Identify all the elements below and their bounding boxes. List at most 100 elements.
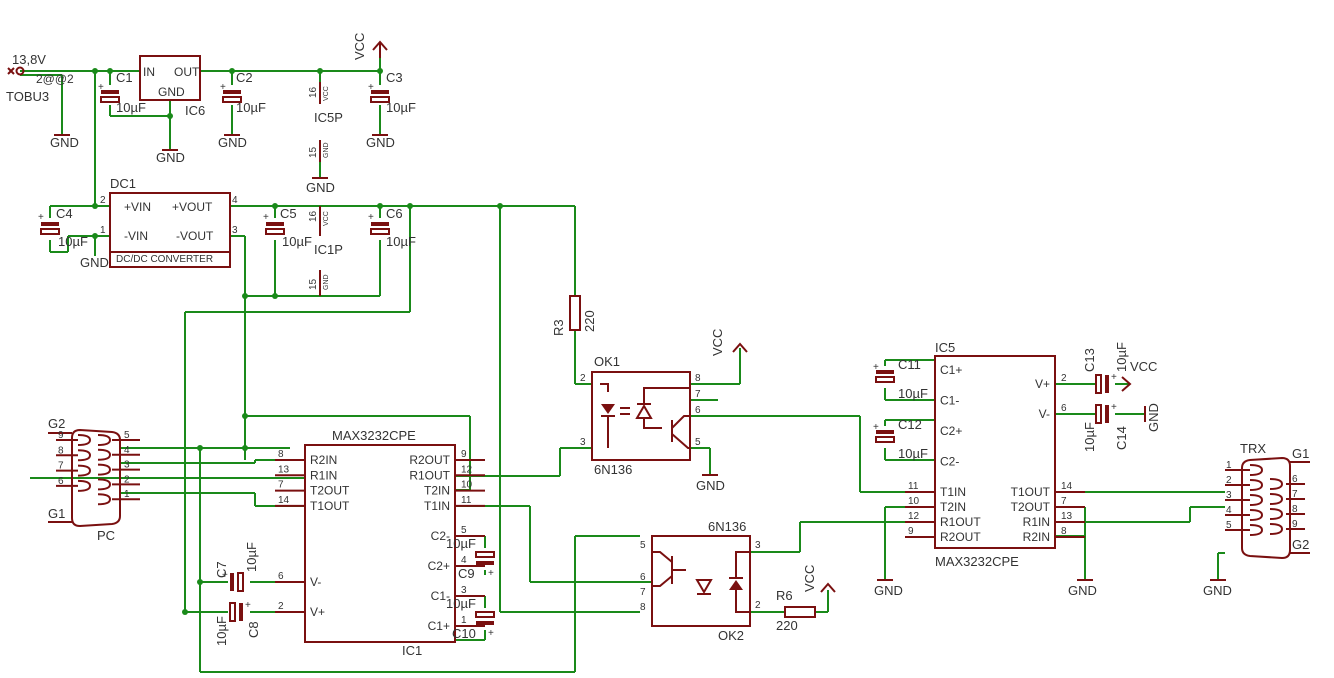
ic5-cap-pin-label: C1- xyxy=(940,394,959,408)
ic1p-supply: 16 VCC IC1P 15 GND xyxy=(308,206,343,296)
ic5-cap-pin: C2+ xyxy=(940,424,962,438)
c10-plus: + xyxy=(488,628,494,639)
c14-plus: + xyxy=(1111,402,1117,413)
ic1-v-pin-label: V- xyxy=(310,575,321,589)
ic1-left-pin-number: 13 xyxy=(278,464,290,475)
ic5p-name: IC5P xyxy=(314,110,343,125)
c5-plus: + xyxy=(263,212,269,223)
ic1-right-pin-label: R1OUT xyxy=(409,468,450,482)
pc-left-pin-number: 6 xyxy=(58,476,64,487)
c9-plus: + xyxy=(488,568,494,579)
ic1-cap-pin-number: 5 xyxy=(461,525,467,536)
ic1-cap-pin-label: C2- xyxy=(431,529,450,543)
ic1-right-pin-number: 10 xyxy=(461,480,473,491)
ic5-right-pin-number: 8 xyxy=(1061,526,1067,537)
capacitors-ic5: + C11 10µF + C12 10µF + C13 10µF + 10µF … xyxy=(873,342,1129,461)
trx-left-pin: 2 xyxy=(1225,475,1264,491)
ok1-pin3: 3 xyxy=(580,437,586,448)
c2-value: 10µF xyxy=(236,100,266,115)
vcc-label: VCC xyxy=(802,565,817,592)
supply-pins: 2@@2 xyxy=(36,72,74,86)
gnd-symbol: GND xyxy=(874,579,903,598)
c5-value: 10µF xyxy=(282,234,312,249)
ic5-cap-pin-label: C2+ xyxy=(940,424,962,438)
trx-g1: G1 xyxy=(1292,446,1309,461)
ic5-right-pin-label: R2IN xyxy=(1023,530,1050,544)
ic5-right-pin-number: 13 xyxy=(1061,511,1073,522)
pc-right-pin-number: 3 xyxy=(124,460,130,471)
ic5-v-pin-label: V+ xyxy=(1035,377,1050,391)
gnd-symbols: GND GND GND GND GND GND GND GND xyxy=(50,134,1232,598)
vcc-label: VCC xyxy=(710,329,725,356)
pc-left-pins: 9 8 76 xyxy=(56,430,92,492)
vcc-label: VCC xyxy=(1130,359,1157,374)
dc1-converter: DC1 +VIN -VIN +VOUT -VOUT DC/DC CONVERTE… xyxy=(100,176,238,268)
trx-right-pin-number: 7 xyxy=(1292,489,1298,500)
c8-plus: + xyxy=(245,600,251,611)
pc-left-pin-number: 8 xyxy=(58,445,64,456)
ic5-left-pin-label: T2IN xyxy=(940,500,966,514)
pc-left-pin: 7 xyxy=(56,461,92,477)
ok1-part: 6N136 xyxy=(594,462,632,477)
c6-plus: + xyxy=(368,212,374,223)
ic1-cap-pin-label: C1- xyxy=(431,589,450,603)
ic1-left-pin-number: 14 xyxy=(278,495,290,506)
gnd-label: GND xyxy=(366,135,395,150)
ic5-left-pin-number: 11 xyxy=(908,481,919,492)
transistor-icon xyxy=(652,551,686,587)
trx-left-pin-number: 5 xyxy=(1226,520,1232,531)
c12-name: C12 xyxy=(898,417,922,432)
supply-voltage: 13,8V xyxy=(12,52,46,67)
pc-right-pin: 2 xyxy=(97,474,140,491)
ic1-cap-pin: 5 C2- xyxy=(431,525,485,543)
ok1-pin2: 2 xyxy=(580,373,586,384)
c8-value: 10µF xyxy=(214,616,229,646)
ic5p-gnd: GND xyxy=(323,142,330,158)
junctions xyxy=(92,68,503,615)
photodiode-icon xyxy=(635,387,690,429)
ic1p-pin16: 16 xyxy=(308,210,319,222)
ic1-cap-pin: 1C1+ xyxy=(428,615,485,633)
ic6-pin-gnd: GND xyxy=(158,85,185,99)
trx-left-pin: 5 xyxy=(1225,520,1264,536)
ic5-part: MAX3232CPE xyxy=(935,554,1019,569)
ok1-pin8: 8 xyxy=(695,373,701,384)
ic5-cap-pin: C1- xyxy=(940,394,959,408)
ic1-left-pin: 13 R1IN xyxy=(275,464,337,482)
dc1-vin-minus: -VIN xyxy=(124,229,148,243)
ic5-left-pin-label: T1IN xyxy=(940,485,966,499)
transistor-icon xyxy=(671,415,690,449)
c12-plus: + xyxy=(873,422,879,433)
pc-right-pin: 1 xyxy=(97,489,140,506)
ic5-left-pin-number: 9 xyxy=(908,526,914,537)
gnd-label: GND xyxy=(1146,403,1161,432)
ic1-cap-pin-label: C2+ xyxy=(428,559,450,573)
gnd-label: GND xyxy=(156,150,185,165)
dc1-pin3: 3 xyxy=(232,225,238,236)
trx-left-pin: 3 xyxy=(1225,490,1264,506)
gnd-label: GND xyxy=(1068,583,1097,598)
pc-left-pin-number: 9 xyxy=(58,430,64,441)
ic1-left-pin-label: R1IN xyxy=(310,468,337,482)
ic5-cap-pin-label: C2- xyxy=(940,455,959,469)
ok2-pin7: 7 xyxy=(640,587,646,598)
dc1-label: DC/DC CONVERTER xyxy=(116,254,213,265)
ic1-part: MAX3232CPE xyxy=(332,428,416,443)
vcc-arrow-icon: VCC xyxy=(802,565,836,593)
c12-value: 10µF xyxy=(898,446,928,461)
ic5-right-pin-label: T1OUT xyxy=(1011,485,1051,499)
c13-plus: + xyxy=(1111,372,1117,383)
gnd-label: GND xyxy=(50,135,79,150)
trx-right-pin: 7 xyxy=(1269,489,1305,505)
capacitors-top: + C1 10µF + C2 10µF + C3 10µF + C4 10µF … xyxy=(38,70,416,249)
ic5-cap-pin-label: C1+ xyxy=(940,363,962,377)
ok2-pin6: 6 xyxy=(640,572,646,583)
